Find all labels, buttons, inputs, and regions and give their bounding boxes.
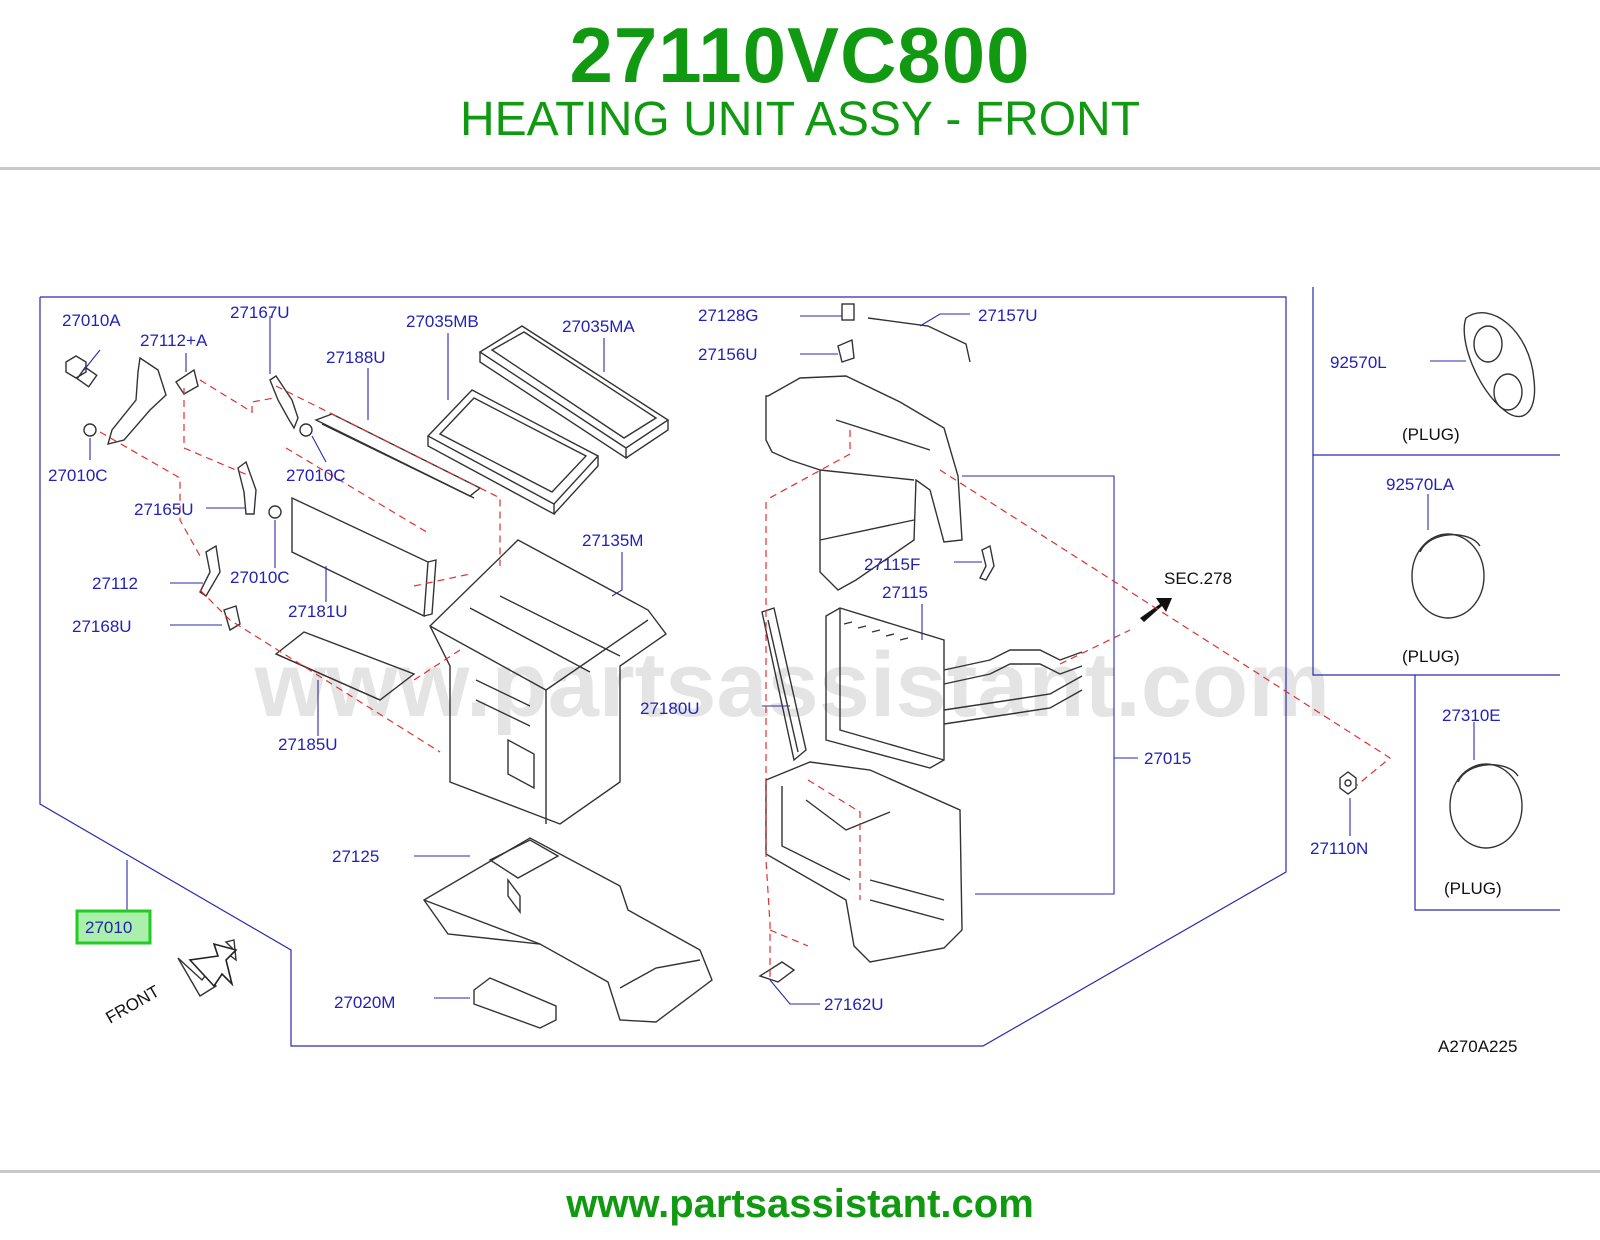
- clip-27156u-part: [837, 338, 855, 363]
- footer-url-link[interactable]: www.partsassistant.com: [566, 1182, 1034, 1226]
- plug-92570la-part: [1411, 533, 1485, 619]
- leader-27010a: [83, 349, 101, 371]
- sec-278-arrow: [1140, 598, 1172, 622]
- callout-27167u[interactable]: 27167U: [230, 303, 290, 322]
- callout-27010c-upper[interactable]: 27010C: [286, 466, 346, 485]
- callout-27157u[interactable]: 27157U: [978, 306, 1038, 325]
- callout-27188u[interactable]: 27188U: [326, 348, 386, 367]
- footer-divider: [0, 1170, 1600, 1173]
- filter-27181u-part: [291, 496, 437, 618]
- callout-27135m[interactable]: 27135M: [582, 531, 643, 550]
- case-27135m-part: [429, 539, 667, 825]
- callout-27010c-left[interactable]: 27010C: [48, 466, 108, 485]
- sec-278-label[interactable]: SEC.278: [1164, 569, 1232, 588]
- callout-27125[interactable]: 27125: [332, 847, 379, 866]
- header-divider: [0, 167, 1600, 170]
- part-number-title: 27110VC800: [569, 11, 1031, 99]
- callout-27165u[interactable]: 27165U: [134, 500, 194, 519]
- callout-92570la[interactable]: 92570LA: [1386, 475, 1455, 494]
- front-direction-arrow: [177, 939, 238, 997]
- front-label: FRONT: [103, 982, 163, 1028]
- callout-27162u[interactable]: 27162U: [824, 995, 884, 1014]
- callout-27115f[interactable]: 27115F: [864, 555, 920, 574]
- lever-27112-part: [199, 544, 221, 597]
- leader-27135m: [611, 552, 623, 597]
- filter-frame-27035ma-part: [478, 325, 670, 460]
- callout-27035ma[interactable]: 27035MA: [562, 317, 635, 336]
- plug-label-middle: (PLUG): [1402, 647, 1460, 666]
- drawing-code: A270A225: [1438, 1037, 1517, 1056]
- leader-27157u: [919, 313, 970, 327]
- callout-27010[interactable]: 27010: [85, 918, 132, 937]
- callout-27310e[interactable]: 27310E: [1442, 706, 1501, 725]
- part-27020m-shape: [473, 977, 557, 1029]
- clip-27162u-part: [758, 961, 796, 983]
- filter-frame-27035mb-part: [426, 389, 600, 516]
- lever-27165u-part: [237, 460, 257, 515]
- nut-27110n-part: [1339, 771, 1357, 795]
- plug-92570l-part: [1463, 312, 1536, 418]
- lever-27167u-part: [269, 375, 299, 430]
- filter-27180u-part: [761, 607, 807, 762]
- callout-92570l[interactable]: 92570L: [1330, 353, 1387, 372]
- part-description-title: HEATING UNIT ASSY - FRONT: [459, 93, 1141, 146]
- lower-case-part: [765, 761, 963, 963]
- heater-core-27115-part: [825, 607, 1083, 769]
- callout-27112-a[interactable]: 27112+A: [140, 331, 208, 350]
- callout-27112[interactable]: 27112: [92, 574, 138, 593]
- clip-27010c-left: [83, 423, 97, 437]
- case-27125-part: [422, 837, 713, 1023]
- upper-case-part: [765, 375, 963, 591]
- clip-27010c-lower: [268, 505, 282, 519]
- plug-label-bottom: (PLUG): [1444, 879, 1502, 898]
- plug-label-top: (PLUG): [1402, 425, 1460, 444]
- callout-27010a[interactable]: 27010A: [62, 311, 121, 330]
- clip-27128g-part: [841, 303, 855, 321]
- callout-27115[interactable]: 27115: [882, 583, 928, 602]
- bracket-27015: [962, 475, 1115, 895]
- assembly-frame: [39, 296, 1287, 1047]
- callout-27180u[interactable]: 27180U: [640, 699, 700, 718]
- plug-27310e-part: [1449, 763, 1523, 849]
- callout-27015[interactable]: 27015: [1144, 749, 1191, 768]
- callout-27110n[interactable]: 27110N: [1310, 839, 1368, 858]
- assembly-lines: [99, 379, 1392, 980]
- selected-part-highlight: [75, 909, 152, 945]
- door-27188u-part: [314, 413, 482, 499]
- callout-27181u[interactable]: 27181U: [288, 602, 348, 621]
- bracket-27115f-part: [979, 544, 995, 581]
- clip-27010c-upper: [299, 423, 313, 437]
- callout-27185u[interactable]: 27185U: [278, 735, 338, 754]
- leader-27162u: [769, 979, 820, 1005]
- leader-27010c-upper: [311, 435, 327, 463]
- bracket-27112a-part: [106, 356, 199, 445]
- plug-box-bottom: [1414, 675, 1560, 911]
- plug-box-middle: [1312, 455, 1560, 676]
- callout-27156u[interactable]: 27156U: [698, 345, 758, 364]
- bolt-part: [65, 355, 98, 388]
- callout-27128g[interactable]: 27128G: [698, 306, 759, 325]
- page-header: 27110VC800 HEATING UNIT ASSY - FRONT: [0, 0, 1600, 165]
- clip-27168u-part: [223, 605, 241, 632]
- rod-27157u-part: [867, 317, 971, 363]
- callout-27020m[interactable]: 27020M: [334, 993, 395, 1012]
- callout-27035mb[interactable]: 27035MB: [406, 312, 479, 331]
- callout-27010c-lower[interactable]: 27010C: [230, 568, 290, 587]
- door-27185u-part: [274, 631, 416, 701]
- callout-27168u[interactable]: 27168U: [72, 617, 132, 636]
